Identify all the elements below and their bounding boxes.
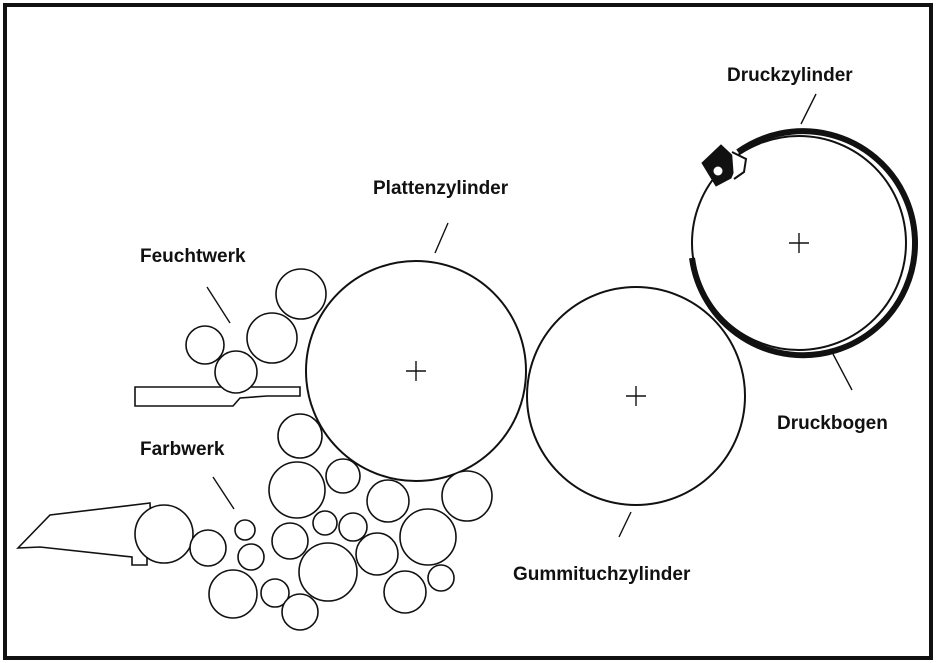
dampening-roller [275, 268, 327, 320]
label-feuchtwerk: Feuchtwerk [140, 246, 246, 267]
plattenzylinder-leader [434, 222, 449, 254]
ink-roller [271, 522, 309, 560]
ink-roller [338, 512, 368, 542]
ink-roller [399, 508, 457, 566]
druckzylinder-leader [800, 93, 817, 125]
farbwerk: Farbwerk [16, 413, 493, 631]
druckbogen: Druckbogen [777, 353, 888, 434]
ink-roller [234, 519, 256, 541]
ink-roller [355, 532, 399, 576]
label-druckzylinder: Druckzylinder [727, 65, 853, 86]
ink-roller [312, 510, 338, 536]
ink-roller [281, 593, 319, 631]
ink-roller [208, 569, 258, 619]
ink-roller [189, 529, 227, 567]
gripper-icon [701, 144, 748, 187]
druckbogen-sheet [689, 128, 918, 359]
gummituchzylinder-leader [618, 511, 632, 538]
ink-roller [325, 458, 361, 494]
ink-roller [268, 461, 326, 519]
ink-roller [134, 504, 194, 564]
feuchtwerk: Feuchtwerk [134, 246, 327, 407]
ink-roller [237, 543, 265, 571]
label-plattenzylinder: Plattenzylinder [373, 178, 509, 199]
ink-roller [427, 564, 455, 592]
label-farbwerk: Farbwerk [140, 439, 225, 460]
ink-fountain [16, 502, 153, 566]
dampening-fountain [134, 386, 301, 407]
diagram-frame [3, 3, 933, 660]
ink-roller [383, 570, 427, 614]
feuchtwerk-leader [206, 286, 231, 324]
ink-roller [298, 542, 358, 602]
ink-roller [260, 578, 290, 608]
dampening-roller [246, 312, 298, 364]
gummituchzylinder: Gummituchzylinder [513, 286, 746, 585]
label-druckbogen: Druckbogen [777, 413, 888, 434]
dampening-roller [214, 350, 258, 394]
ink-roller [277, 413, 323, 459]
label-gummituchzylinder: Gummituchzylinder [513, 564, 691, 585]
farbwerk-leader [212, 476, 235, 510]
dampening-roller [185, 325, 225, 365]
ink-roller [366, 479, 410, 523]
druckbogen-leader [832, 353, 853, 391]
druckzylinder: Druckzylinder [689, 65, 918, 359]
plattenzylinder: Plattenzylinder [305, 178, 527, 482]
ink-roller [441, 470, 493, 522]
